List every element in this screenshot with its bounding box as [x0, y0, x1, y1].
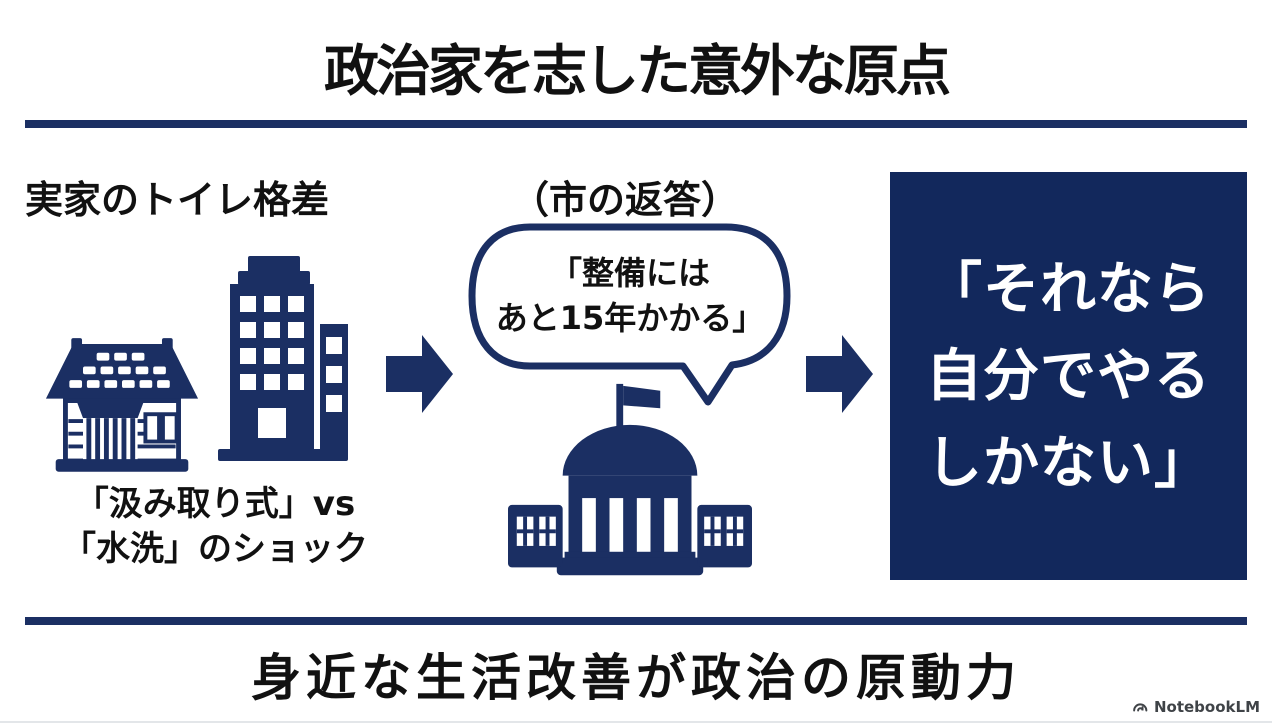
caption-line-2: 「水洗」のショック [62, 528, 368, 569]
japanese-house-icon [44, 332, 200, 474]
footer-divider [25, 617, 1247, 625]
resolution-box: 「それなら 自分でやる しかない」 [890, 172, 1247, 580]
footer-title: 身近な生活改善が政治の原動力 [251, 649, 1021, 707]
caption-line-1: 「汲み取り式」vs [74, 484, 356, 524]
title-divider [25, 120, 1247, 128]
page-title: 政治家を志した意外な原点 [323, 39, 951, 103]
speech-bubble-text: 「整備には あと15年かかる」 [478, 251, 782, 341]
government-building-icon [508, 378, 752, 585]
bubble-line-2: あと15年かかる」 [495, 299, 765, 337]
quote-line-1: 「それなら [926, 256, 1211, 322]
city-response-label: （市の返答） [510, 178, 739, 222]
quote-line-3: しかない」 [926, 430, 1211, 496]
quote-line-2: 自分でやる [926, 343, 1211, 409]
office-buildings-icon [218, 256, 348, 461]
watermark-label: NotebookLM [1153, 698, 1260, 716]
bubble-line-1: 「整備には [549, 254, 710, 292]
notebooklm-logo-icon [1132, 699, 1149, 716]
speech-bubble [468, 223, 791, 408]
right-arrow-icon [806, 335, 873, 413]
notebooklm-watermark: NotebookLM [1132, 698, 1260, 716]
right-arrow-icon [386, 335, 453, 413]
bottom-edge-line [0, 721, 1272, 723]
family-toilet-gap-label: 実家のトイレ格差 [25, 178, 330, 222]
toilet-shock-caption: 「汲み取り式」vs 「水洗」のショック [15, 482, 415, 572]
